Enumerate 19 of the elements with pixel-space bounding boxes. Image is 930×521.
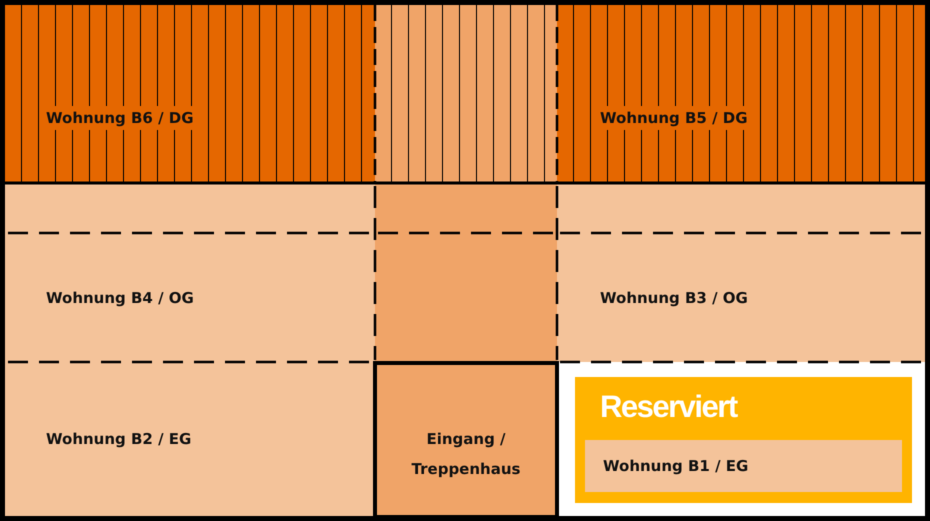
stairwell-section — [375, 5, 557, 183]
room-label: Wohnung B4 / OG — [46, 288, 194, 308]
stairwell-area — [373, 361, 559, 519]
apartment-area — [557, 5, 925, 183]
apartment-area — [5, 362, 375, 516]
floor-band — [5, 183, 375, 233]
room-label: Eingang / Treppenhaus — [410, 429, 522, 480]
stairwell-section — [375, 183, 557, 233]
floor-band — [557, 183, 925, 233]
apartment-area — [5, 5, 375, 183]
apartment-area — [585, 440, 902, 492]
apartment-area — [5, 233, 375, 362]
status-heading: Reserviert — [600, 389, 737, 425]
room-label: Wohnung B2 / EG — [46, 429, 192, 449]
room-label: Wohnung B3 / OG — [600, 288, 748, 308]
reservation-panel — [575, 377, 912, 503]
stairwell-section — [375, 233, 557, 362]
room-label: Wohnung B1 / EG — [603, 456, 748, 476]
apartment-area — [557, 233, 925, 362]
